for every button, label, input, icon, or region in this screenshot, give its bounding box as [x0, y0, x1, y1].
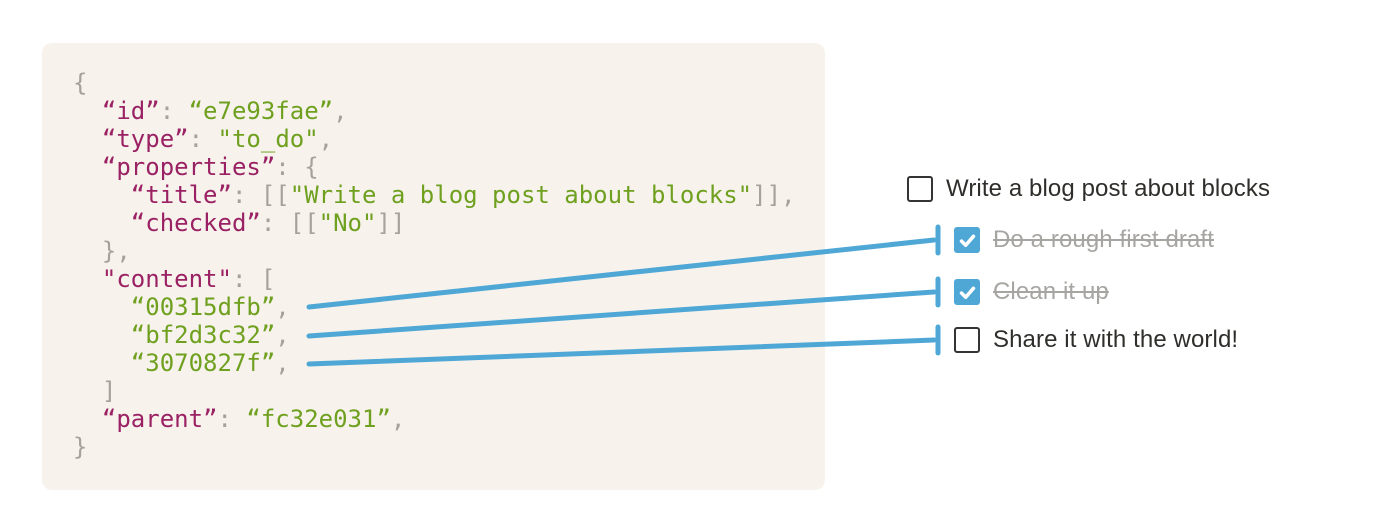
todo-label: Write a blog post about blocks [946, 175, 1271, 202]
json-punct: : [[ [231, 181, 290, 209]
code-line: “parent”: “fc32e031”, [73, 405, 795, 433]
json-punct: } [73, 433, 88, 461]
todo-checkbox-unchecked[interactable] [954, 327, 980, 353]
code-line: “00315dfb”, [73, 293, 795, 321]
json-punct: ] [73, 377, 117, 405]
json-punct: { [73, 69, 88, 97]
todo-item: Share it with the world! [954, 326, 1239, 353]
json-key: “properties” [101, 153, 276, 181]
json-punct: , [275, 349, 290, 377]
code-line: “3070827f”, [73, 349, 795, 377]
json-punct: ]], [752, 181, 796, 209]
json-punct: , [333, 97, 348, 125]
json-key: “parent” [101, 405, 218, 433]
todo-checkbox-unchecked[interactable] [907, 176, 933, 202]
todo-item: Do a rough first draft [954, 226, 1214, 253]
json-punct: , [318, 125, 334, 153]
code-line: { [73, 69, 795, 97]
todo-checkbox-checked[interactable] [954, 279, 980, 305]
json-punct: , [390, 405, 406, 433]
json-key: "content" [101, 265, 232, 293]
todo-label: Share it with the world! [993, 326, 1239, 353]
json-key: “id” [101, 97, 160, 125]
json-punct: }, [73, 237, 131, 265]
json-string: "Write a blog post about blocks" [289, 181, 753, 209]
json-punct: : [ [231, 265, 276, 293]
json-punct: : [188, 125, 218, 153]
code-line: “type”: "to_do", [73, 125, 795, 153]
todo-item: Clean it up [954, 278, 1109, 305]
json-key: “title” [130, 181, 232, 209]
code-line: }, [73, 237, 795, 265]
json-punct: , [275, 293, 290, 321]
json-punct: : { [275, 153, 319, 181]
code-line: “bf2d3c32”, [73, 321, 795, 349]
json-punct: ]] [376, 209, 406, 237]
json-string: "No" [318, 209, 377, 237]
json-punct: : [217, 405, 247, 433]
code-line: “checked”: [["No"]] [73, 209, 795, 237]
code-line: “title”: [["Write a blog post about bloc… [73, 181, 796, 209]
todo-label: Do a rough first draft [993, 226, 1214, 253]
checkmark-icon [959, 286, 975, 299]
json-string: “fc32e031” [246, 405, 391, 433]
json-code: { “id”: “e7e93fae”, “type”: "to_do", “pr… [73, 69, 795, 461]
json-key: “checked” [130, 209, 261, 237]
todo-label: Clean it up [993, 278, 1109, 305]
code-line: ] [73, 377, 795, 405]
checkmark-icon [959, 234, 975, 247]
json-string: “bf2d3c32” [130, 321, 276, 349]
code-line: } [73, 433, 795, 461]
todo-checkbox-checked[interactable] [954, 227, 980, 253]
json-string: “e7e93fae” [188, 97, 334, 125]
code-line: "content": [ [73, 265, 795, 293]
code-line: “properties”: { [73, 153, 795, 181]
json-key: “type” [101, 125, 189, 153]
json-punct: : [159, 97, 189, 125]
json-string: “00315dfb” [130, 293, 276, 321]
code-line: “id”: “e7e93fae”, [73, 97, 795, 125]
json-string: "to_do" [217, 125, 319, 153]
todo-item: Write a blog post about blocks [907, 175, 1271, 202]
json-string: “3070827f” [130, 349, 276, 377]
json-punct: : [[ [260, 209, 319, 237]
json-punct: , [275, 321, 290, 349]
